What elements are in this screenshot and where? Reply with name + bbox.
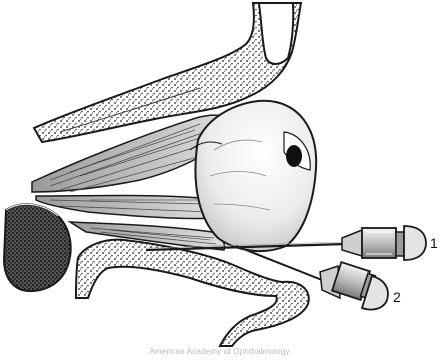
orbital-apex-bone xyxy=(4,204,71,291)
eyeball xyxy=(190,101,316,251)
pupil xyxy=(286,145,302,167)
needle-2-label: 2 xyxy=(393,290,401,304)
needle-1-label: 1 xyxy=(430,236,438,250)
image-credit: American Academy of Ophthalmology xyxy=(0,347,439,356)
orbital-floor-bone xyxy=(76,240,309,346)
